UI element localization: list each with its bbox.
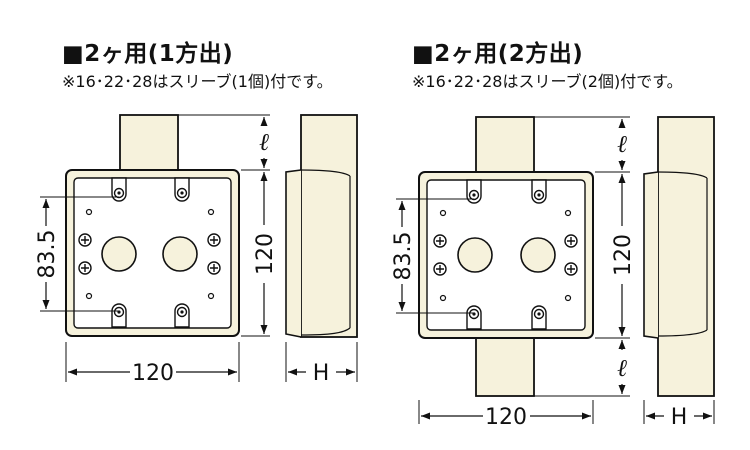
left-box-side-view: [285, 114, 358, 338]
left-dim-depth-label: H: [313, 361, 330, 386]
right-title: ■2ヶ用(2方出): [412, 41, 584, 67]
right-box-front-view: [418, 116, 594, 397]
left-note: ※16･22･28はスリーブ(1個)付です。: [62, 72, 333, 91]
right-dim-depth: H: [643, 400, 715, 430]
right-dim-width-label: 120: [485, 405, 527, 430]
right-box-side-view: [643, 116, 715, 397]
left-knockout-1: [101, 236, 137, 272]
left-dim-depth: H: [285, 342, 358, 386]
left-box-front-view: [65, 114, 240, 337]
right-dim-side-label: 120: [611, 234, 636, 276]
left-dim-side: ℓ 120: [178, 114, 278, 337]
left-dim-width-label: 120: [132, 361, 174, 386]
left-dim-width: 120: [65, 342, 240, 386]
left-dim-height: 83.5: [35, 196, 119, 312]
right-dim-height: 83.5: [391, 198, 474, 314]
right-note: ※16･22･28はスリーブ(2個)付です。: [412, 72, 683, 91]
right-knockout-2: [520, 237, 556, 273]
right-dim-sleeve-top-label: ℓ: [617, 130, 627, 158]
left-dim-height-label: 83.5: [35, 230, 60, 279]
right-knockout-1: [457, 237, 493, 273]
left-dim-sleeve-label: ℓ: [259, 128, 269, 156]
right-dim-sleeve-bottom-label: ℓ: [617, 354, 627, 382]
left-title: ■2ヶ用(1方出): [62, 41, 234, 67]
right-dim-width: 120: [418, 400, 594, 430]
right-dim-depth-label: H: [671, 405, 688, 430]
left-dim-side-label: 120: [253, 233, 278, 275]
right-dim-height-label: 83.5: [391, 232, 416, 281]
right-dim-side: ℓ 120 ℓ: [534, 116, 636, 397]
left-knockout-2: [162, 236, 198, 272]
